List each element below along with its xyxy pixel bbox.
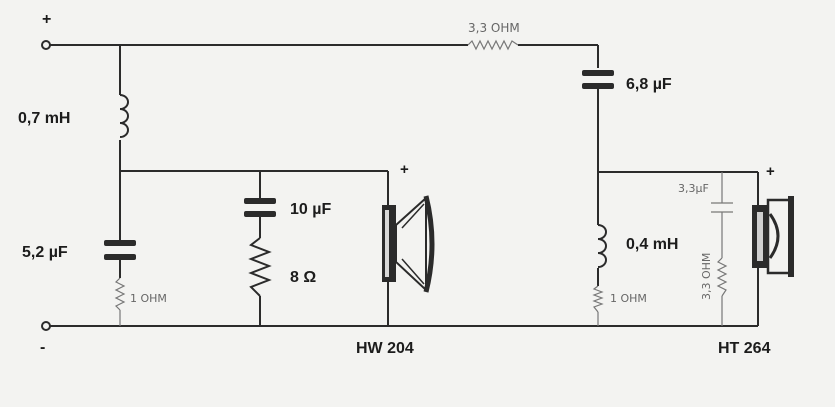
plus-terminal [41,40,51,50]
plus-label: + [42,11,51,28]
tweeter-model-label: HT 264 [718,340,771,357]
minus-terminal [41,321,51,331]
minus-label: - [40,339,45,356]
capacitor-c1 [104,240,136,260]
inductor-l2 [597,224,607,268]
tweeter-plus-label: + [766,163,775,180]
capacitor-c2 [244,198,276,217]
resistor-hand [716,257,728,297]
c1-label: 5,2 µF [22,244,68,261]
r-series-label: 3,3 OHM [468,21,520,35]
resistor-r3 [592,285,604,313]
c3-label: 6,8 µF [626,76,672,93]
c2-label: 10 µF [290,201,331,218]
l2-label: 0,4 mH [626,236,678,253]
woofer-model-label: HW 204 [356,340,414,357]
c-hand-label: 3,3µF [678,182,709,195]
l1-label: 0,7 mH [18,110,70,127]
woofer-plus-label: + [400,161,409,178]
wires [48,44,759,327]
inductor-l1 [119,94,129,138]
resistor-r2 [248,237,272,297]
capacitor-hand [711,202,733,213]
r1-label: 1 OHM [130,292,167,305]
capacitor-c3 [582,70,614,89]
tweeter-speaker-icon [752,196,794,277]
r-hand-label: 3,3 OHM [700,253,713,300]
r3-label: 1 OHM [610,292,647,305]
resistor-r1 [114,277,126,311]
resistor-series [467,39,519,51]
woofer-speaker-icon [382,195,435,293]
r2-label: 8 Ω [290,269,316,286]
